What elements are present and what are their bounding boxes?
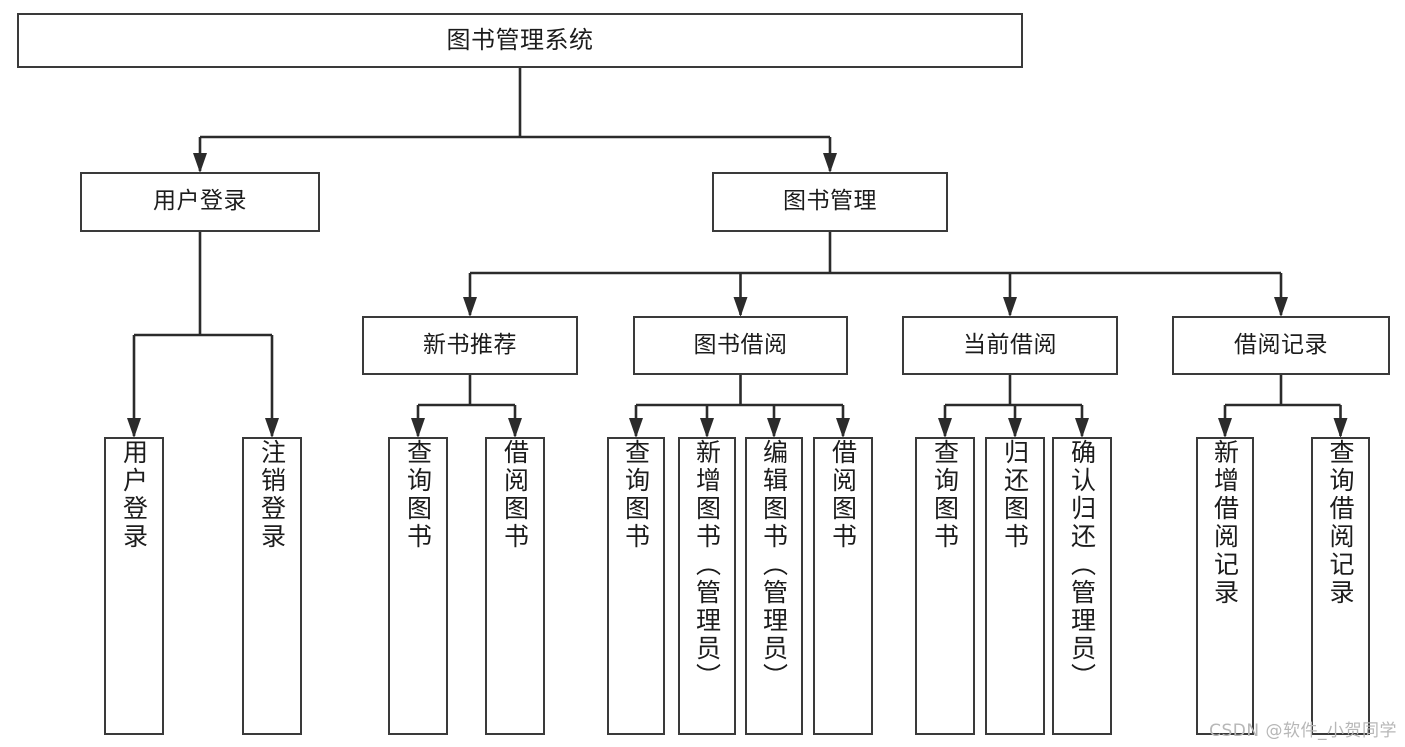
node-leaf-query-borrow-record[interactable]: 查询借阅记录 (1311, 437, 1370, 735)
node-label: 当前借阅 (963, 331, 1057, 358)
node-leaf-user-logout[interactable]: 注销登录 (242, 437, 302, 735)
node-book-manage[interactable]: 图书管理 (712, 172, 948, 232)
node-label: 图书管理系统 (446, 26, 594, 55)
node-label: 借阅图书 (828, 439, 858, 551)
node-label: 编辑图书（管理员） (759, 439, 789, 691)
node-label: 注销登录 (257, 439, 287, 551)
node-leaf-query-book-rec[interactable]: 查询图书 (388, 437, 448, 735)
node-current-borrow[interactable]: 当前借阅 (902, 316, 1118, 375)
node-label: 查询图书 (621, 439, 651, 551)
node-label: 新书推荐 (423, 331, 517, 358)
node-label: 查询图书 (403, 439, 433, 551)
node-label: 查询借阅记录 (1326, 439, 1355, 607)
node-label: 新增借阅记录 (1210, 439, 1240, 607)
node-leaf-add-book-admin[interactable]: 新增图书（管理员） (678, 437, 736, 735)
node-leaf-borrow-book[interactable]: 借阅图书 (813, 437, 873, 735)
node-label: 图书借阅 (693, 331, 788, 358)
node-label: 用户登录 (153, 188, 247, 215)
node-label: 用户登录 (119, 439, 149, 551)
node-leaf-borrow-book-rec[interactable]: 借阅图书 (485, 437, 545, 735)
node-book-borrow[interactable]: 图书借阅 (633, 316, 848, 375)
node-leaf-add-borrow-record[interactable]: 新增借阅记录 (1196, 437, 1254, 735)
node-leaf-edit-book-admin[interactable]: 编辑图书（管理员） (745, 437, 803, 735)
node-user-login[interactable]: 用户登录 (80, 172, 320, 232)
node-leaf-query-book-current[interactable]: 查询图书 (915, 437, 975, 735)
node-label: 查询图书 (930, 439, 960, 551)
node-label: 确认归还（管理员） (1067, 439, 1097, 691)
node-label: 借阅图书 (500, 439, 530, 551)
node-label: 图书管理 (783, 188, 877, 215)
watermark: CSDN @软件_小贺同学 (1209, 721, 1397, 741)
node-leaf-user-login[interactable]: 用户登录 (104, 437, 164, 735)
node-label: 新增图书（管理员） (692, 439, 722, 691)
node-leaf-confirm-return-admin[interactable]: 确认归还（管理员） (1052, 437, 1112, 735)
node-new-book-recommend[interactable]: 新书推荐 (362, 316, 578, 375)
node-root[interactable]: 图书管理系统 (17, 13, 1023, 68)
node-leaf-return-book[interactable]: 归还图书 (985, 437, 1045, 735)
node-label: 借阅记录 (1234, 331, 1328, 358)
node-leaf-query-book-borrow[interactable]: 查询图书 (607, 437, 665, 735)
node-borrow-record[interactable]: 借阅记录 (1172, 316, 1390, 375)
node-label: 归还图书 (1000, 439, 1030, 551)
